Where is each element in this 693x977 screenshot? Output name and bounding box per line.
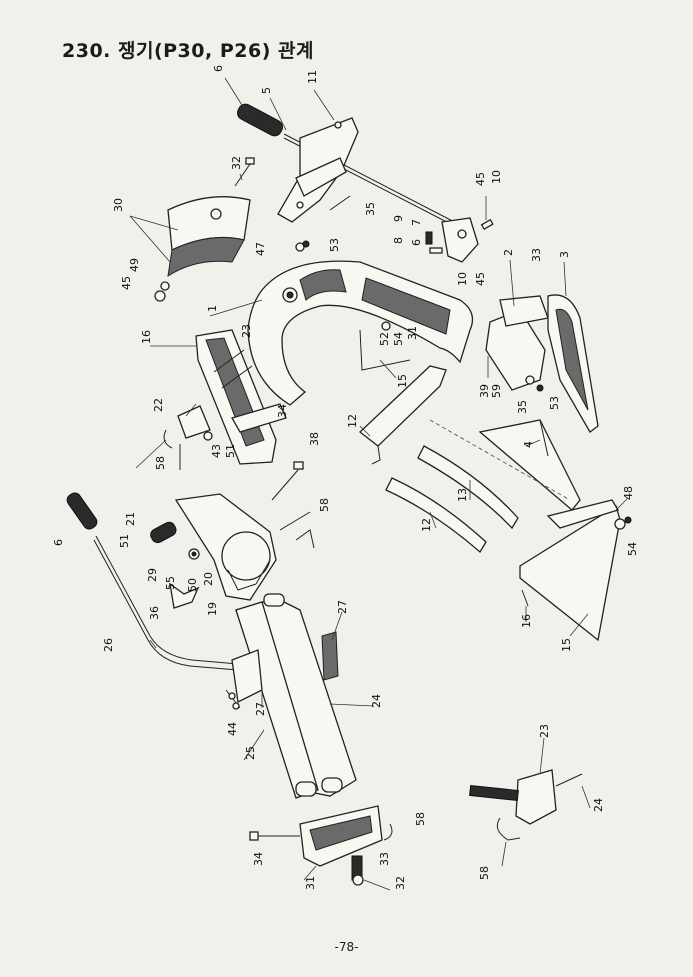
callout-label: 6 (410, 239, 423, 246)
callout-labels: 6 5 11 32 30 49 45 47 53 35 9 8 7 6 45 1… (52, 65, 639, 890)
callout-label: 51 (224, 444, 237, 458)
callout-label: 10 (490, 170, 503, 184)
link-assembly (425, 217, 494, 263)
callout-label: 45 (474, 272, 487, 286)
callout-label: 58 (154, 456, 167, 470)
moldboard-support-14 (359, 365, 447, 465)
callout-label: 9 (392, 215, 405, 222)
callout-label: 19 (206, 602, 219, 616)
upper-bracket-frame (277, 117, 359, 223)
callout-label: 12 (420, 518, 433, 532)
leader-lines (129, 77, 629, 891)
callout-label: 32 (394, 876, 407, 890)
callout-label: 45 (474, 172, 487, 186)
callout-label: 45 (120, 276, 133, 290)
callout-label: 34 (252, 852, 265, 866)
callout-label: 21 (124, 512, 137, 526)
callout-label: 29 (146, 568, 159, 582)
callout-label: 30 (112, 198, 125, 212)
callout-label: 58 (478, 866, 491, 880)
nut-set-46-55 (154, 281, 170, 302)
callout-label: 8 (392, 237, 405, 244)
coulter-plate (167, 196, 251, 278)
triangular-share-15 (519, 499, 632, 642)
bolts-43 (228, 692, 240, 710)
frame-18-23-38 (195, 329, 287, 465)
callout-label: 22 (152, 398, 165, 412)
clevis-22-lower (469, 769, 583, 841)
callout-label: 2 (502, 249, 515, 256)
long-lever-26 (66, 492, 239, 671)
callout-label: 13 (456, 488, 469, 502)
main-curved-frame (247, 260, 474, 406)
callout-label: 44 (226, 722, 239, 736)
callout-label: 23 (240, 324, 253, 338)
callout-label: 6 (212, 65, 225, 72)
callout-label: 59 (490, 384, 503, 398)
callout-label: 52 (378, 332, 391, 346)
callout-label: 26 (102, 638, 115, 652)
callout-label: 20 (202, 572, 215, 586)
bolt-16 (521, 589, 529, 607)
callout-label: 38 (308, 432, 321, 446)
callout-label: 25 (244, 746, 257, 760)
callout-label: 15 (560, 638, 573, 652)
callout-label: 47 (254, 242, 267, 256)
callout-label: 55 (164, 576, 177, 590)
bolt-group-upper (295, 195, 351, 252)
support-rod-17 (359, 321, 411, 371)
callout-label: 23 (538, 724, 551, 738)
callout-label: 3 (558, 251, 571, 258)
callout-label: 10 (456, 272, 469, 286)
callout-label: 24 (592, 798, 605, 812)
clevis-22 (163, 405, 213, 470)
callout-label: 27 (254, 702, 267, 716)
beam-frame-24-25 (225, 593, 357, 799)
landside-beam-4 (429, 419, 581, 511)
bolt-42 (271, 461, 304, 501)
bracket-30-33 (249, 805, 393, 886)
callout-label: 31 (406, 326, 419, 340)
callout-label: 53 (548, 396, 561, 410)
callout-label: 54 (626, 542, 639, 556)
callout-label: 35 (516, 400, 529, 414)
callout-label: 51 (118, 534, 131, 548)
callout-label: 43 (210, 444, 223, 458)
callout-label: 36 (148, 606, 161, 620)
callout-label: 33 (378, 852, 391, 866)
callout-label: 53 (328, 238, 341, 252)
moldboard-strips (385, 445, 519, 553)
page-number: -78- (334, 940, 359, 954)
share-bracket-assembly (485, 294, 599, 433)
callout-label: 48 (622, 486, 635, 500)
callout-label: 15 (396, 374, 409, 388)
callout-label: 16 (520, 614, 533, 628)
callout-label: 31 (304, 876, 317, 890)
callout-label: 33 (530, 248, 543, 262)
callout-label: 27 (336, 600, 349, 614)
callout-label: 39 (478, 384, 491, 398)
callout-label: 12 (346, 414, 359, 428)
callout-label: 6 (52, 539, 65, 546)
callout-label: 11 (306, 70, 319, 84)
callout-label: 24 (370, 694, 383, 708)
page-title: 230. 쟁기(P30, P26) 관계 (62, 40, 314, 62)
callout-label: 34 (276, 404, 289, 418)
callout-label: 58 (318, 498, 331, 512)
callout-label: 35 (364, 202, 377, 216)
callout-label: 1 (206, 305, 219, 312)
callout-label: 16 (140, 330, 153, 344)
callout-label: 50 (186, 578, 199, 592)
lever-ratchet-assembly (150, 493, 315, 609)
callout-label: 32 (230, 156, 243, 170)
bolt-39 (234, 157, 255, 187)
callout-label: 7 (410, 219, 423, 226)
callout-label: 5 (260, 87, 273, 94)
callout-label: 54 (392, 332, 405, 346)
callout-label: 49 (128, 258, 141, 272)
callout-label: 4 (522, 441, 535, 448)
callout-label: 58 (414, 812, 427, 826)
